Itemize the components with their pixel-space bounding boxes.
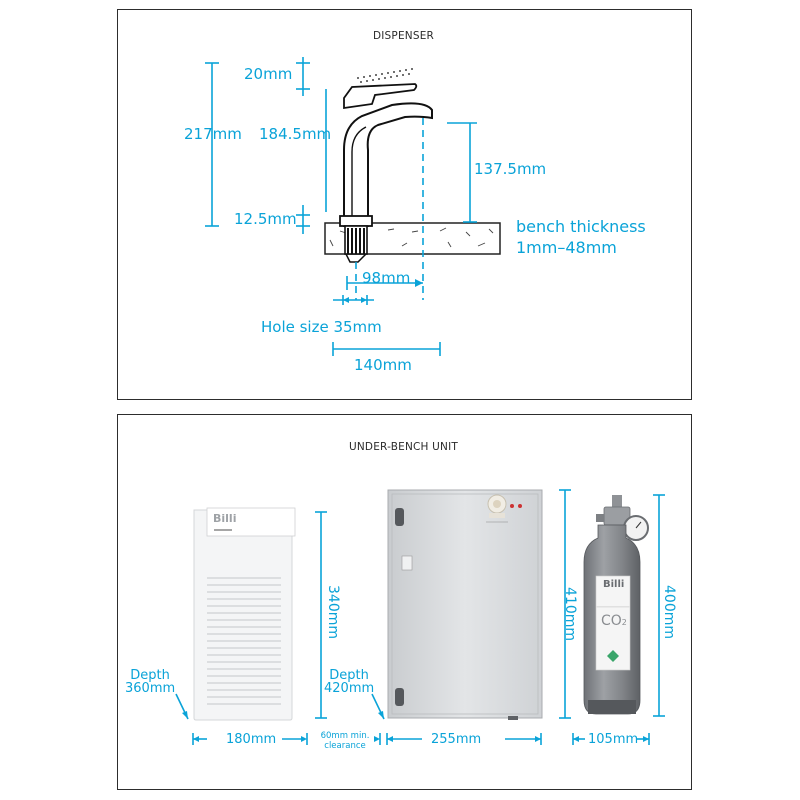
dim-12-5mm: 12.5mm (234, 210, 297, 228)
bench-thickness-range: 1mm–48mm (516, 238, 617, 257)
dim-217mm: 217mm (184, 125, 242, 143)
under-bench-box (387, 489, 543, 720)
dim-140mm: 140mm (354, 356, 412, 374)
bench-thickness-label: bench thickness (516, 217, 646, 236)
under-bench-title: UNDER-BENCH UNIT (348, 441, 459, 453)
dim-184-5mm: 184.5mm (259, 125, 332, 143)
dim-410mm: 410mm (562, 587, 578, 641)
dim-105mm: 105mm (588, 732, 639, 747)
dim-340mm: 340mm (325, 585, 341, 639)
brand-logo-cylinder: Billi (603, 579, 625, 590)
dim-98mm: 98mm (362, 269, 411, 287)
depth-360-label: Depth 360mm (125, 668, 176, 696)
co2-cylinder (583, 495, 649, 715)
depth-420-label: Depth 420mm (324, 668, 375, 696)
dim-180mm: 180mm (226, 732, 277, 747)
co2-label: CO2 (601, 613, 627, 629)
dispenser-panel (117, 9, 692, 400)
clearance-label: 60mm min. clearance (320, 731, 370, 751)
front-cover-unit (193, 507, 296, 721)
hole-size-label: Hole size 35mm (261, 318, 382, 336)
dim-20mm: 20mm (244, 65, 293, 83)
tap-shank (344, 225, 368, 263)
brand-logo-front: Billi (213, 512, 237, 525)
dim-400mm: 400mm (661, 585, 677, 639)
dim-137-5mm: 137.5mm (474, 160, 547, 178)
dim-255mm: 255mm (431, 732, 482, 747)
tap-body (339, 68, 433, 263)
dispenser-title: DISPENSER (372, 30, 435, 42)
